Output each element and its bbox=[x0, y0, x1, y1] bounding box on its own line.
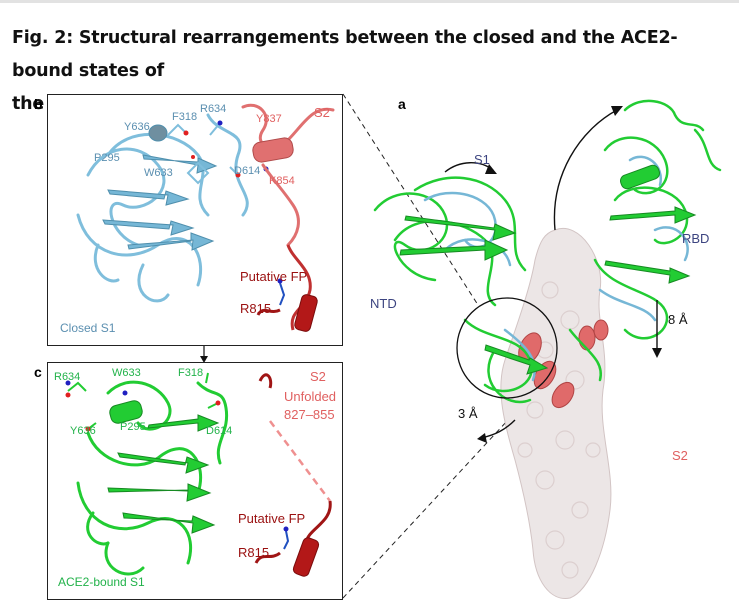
label-ace2-bound-s1: ACE2-bound S1 bbox=[58, 575, 145, 589]
label-putative-fp-c: Putative FP bbox=[238, 511, 306, 526]
label-closed-s1: Closed S1 bbox=[60, 321, 116, 335]
panel-a-structure bbox=[373, 99, 722, 599]
label-unfolded: Unfolded bbox=[284, 389, 337, 404]
label-rbd: RBD bbox=[682, 231, 710, 246]
label-s2-c: S2 bbox=[310, 369, 326, 384]
panel-b-box: Y636 F318 R634 P295 W633 D614 Y837 K854 … bbox=[47, 94, 343, 346]
residue-k854: K854 bbox=[269, 175, 295, 187]
residue-r634-c: R634 bbox=[54, 371, 81, 383]
label-s2-a: S2 bbox=[672, 448, 688, 463]
residue-y636: Y636 bbox=[124, 121, 150, 133]
residue-y837: Y837 bbox=[256, 113, 282, 125]
residue-y636-c: Y636 bbox=[70, 425, 96, 437]
residue-f318: F318 bbox=[172, 111, 198, 123]
zoom-lines bbox=[342, 93, 509, 599]
residue-p295: P295 bbox=[94, 152, 120, 164]
residue-f318-c: F318 bbox=[178, 367, 204, 379]
residue-d614: D614 bbox=[234, 165, 261, 177]
residue-r815: R815 bbox=[240, 301, 272, 316]
residue-r634: R634 bbox=[200, 103, 227, 115]
residue-w633: W633 bbox=[144, 167, 173, 179]
panel-c-structure bbox=[65, 372, 332, 577]
top-border bbox=[0, 0, 739, 3]
residue-w633-c: W633 bbox=[112, 367, 141, 379]
label-putative-fp: Putative FP bbox=[240, 269, 308, 284]
label-8-angstrom: 8 Å bbox=[668, 312, 688, 327]
residue-d614-c: D614 bbox=[206, 425, 233, 437]
panel-c-letter: c bbox=[34, 364, 42, 380]
panel-b-structure bbox=[76, 103, 335, 332]
down-arrow-b-to-c bbox=[200, 346, 208, 363]
figure: b bbox=[0, 90, 739, 606]
caption-line-1: Fig. 2: Structural rearrangements betwee… bbox=[12, 28, 678, 81]
label-ntd: NTD bbox=[370, 296, 397, 311]
label-s2: S2 bbox=[314, 105, 330, 120]
label-residue-range: 827–855 bbox=[284, 407, 335, 422]
panel-a-letter: a bbox=[398, 96, 406, 112]
panel-b-letter: b bbox=[34, 96, 43, 112]
label-s1: S1 bbox=[474, 152, 490, 167]
label-3-angstrom: 3 Å bbox=[458, 406, 478, 421]
residue-r815-c: R815 bbox=[238, 545, 270, 560]
panel-c-box: R634 W633 F318 Y636 P295 D614 S2 Unfolde… bbox=[47, 362, 343, 600]
residue-p295-c: P295 bbox=[120, 421, 146, 433]
